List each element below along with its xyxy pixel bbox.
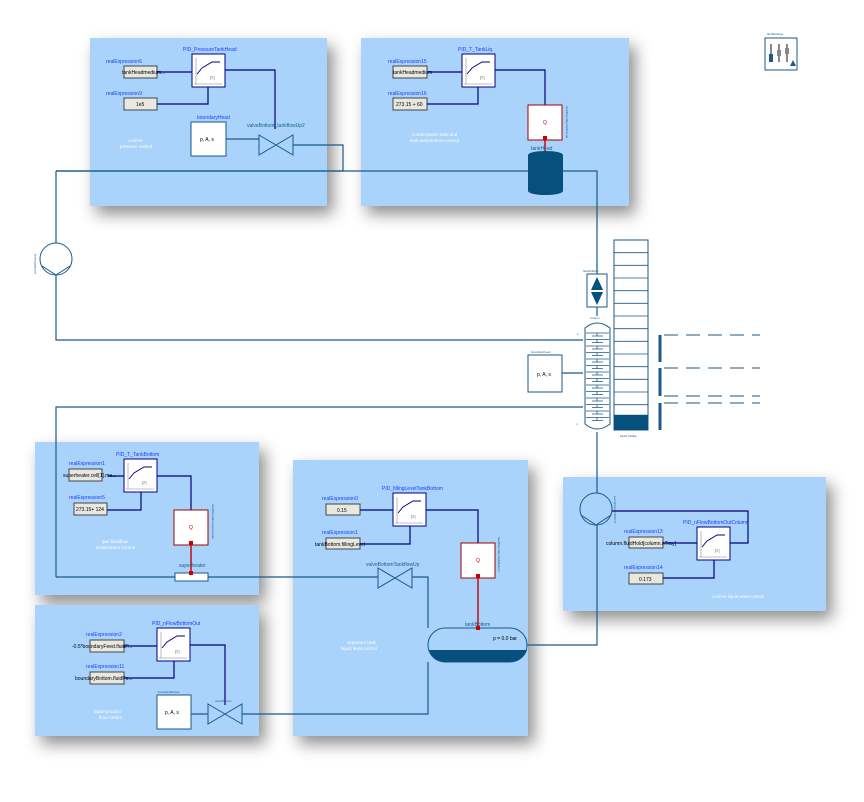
expr-value: 273.15 + 60 <box>396 102 423 108</box>
heater-label: heatBoundarySuperheater <box>211 504 215 539</box>
column-bottom-index: n <box>576 422 578 426</box>
pump-label: pumpColumnBottom <box>613 496 617 524</box>
expr-label: realExpression5 <box>69 495 105 501</box>
expr-value: 0.15 <box>337 508 347 514</box>
tank-temperature-group: realExpression15 tankHeadmedium realExpr… <box>388 47 569 195</box>
tank-bottom-icon[interactable] <box>427 626 528 663</box>
pump-left-icon[interactable] <box>39 242 73 276</box>
level-bar-label: liquid holdup <box>620 434 637 438</box>
comment: temperature control <box>96 545 135 550</box>
level-bar-fill <box>614 414 648 430</box>
boundary-feed-label: boundaryFeed <box>531 350 551 354</box>
expr-label: realExpression14 <box>624 565 663 571</box>
expr-label: realExpression9 <box>106 91 142 97</box>
boundary-value: p, A, s <box>200 137 214 143</box>
pid-label: PID_nFlowBottomOut <box>152 621 201 627</box>
expr-label: realExpression11 <box>86 664 124 670</box>
heater-label: heatBoundaryTankBottom <box>497 537 501 572</box>
valve-label: valveBottom_tankflowUp2 <box>247 123 305 129</box>
comment: gas backflow <box>102 539 129 544</box>
pid-controller-icon[interactable] <box>392 492 427 527</box>
gas-temperature-group: realExpression1 superheater.cell[1].me..… <box>63 452 215 582</box>
pid-controller-icon[interactable] <box>461 53 496 88</box>
fluid-settings-icon[interactable] <box>764 37 798 71</box>
expr-label: realExpression2 <box>86 632 122 638</box>
comment: liquid level control <box>341 646 377 651</box>
valve-label: valveBottom <box>215 699 232 703</box>
expr-value: boundaryBottom.fluidPo... <box>75 676 133 682</box>
pid-label: PID_T_TankLiq <box>458 47 492 53</box>
pid-controller-icon[interactable] <box>123 458 158 493</box>
pump-left-label: pumpRefluxLiq <box>33 254 37 274</box>
panel-liquid-flow <box>35 605 259 736</box>
comment: tank temperature control <box>410 138 459 143</box>
pid-label: PID_nFlowBottomOutColumn <box>683 520 749 526</box>
level-bar <box>613 239 649 431</box>
comment: liquid product <box>94 709 122 714</box>
valve-label: valveBottomTankflowUp <box>366 562 420 568</box>
expr-value: -0.5*boundaryFeed.fluidP... <box>72 644 132 650</box>
comment: condensation tank and <box>412 132 458 137</box>
comment: pressure control <box>120 144 152 149</box>
boundary-label: boundaryHead <box>197 115 230 121</box>
comment: separator tank <box>347 640 377 645</box>
fluid-settings-label: fluidSettings <box>767 32 784 36</box>
panel-column-level <box>563 477 826 611</box>
expr-value: column.fluidHold[column.nTray] <box>606 541 676 547</box>
expr-value: tankHeadmedium <box>393 70 432 76</box>
comment: column <box>128 138 143 143</box>
flow-multiplier-label: flowMultiUp <box>583 269 599 273</box>
boundary-feed-value: p, A, s <box>537 372 551 378</box>
expr-value: tankBottom.fillingLevel <box>315 542 365 548</box>
liquid-flow-group: realExpression2 -0.5*boundaryFeed.fluidP… <box>72 621 243 730</box>
tank-head-icon[interactable] <box>528 151 563 195</box>
main-pipes <box>55 138 598 715</box>
tank-pressure: p = 0.0 bar <box>493 636 517 642</box>
expr-setpoint-block[interactable] <box>68 468 103 482</box>
boundary-label: boundaryBottom <box>158 690 181 694</box>
expr-value: 0.173 <box>639 577 652 583</box>
column-pressure-group: realExpression6 tankHeadmedium... realEx… <box>106 47 305 157</box>
tank-label: tankHead <box>531 146 553 152</box>
column-level-group: pumpColumnBottom realExpression13 column… <box>579 492 764 599</box>
pid-label: PID_fillingLevelTankBottom <box>382 486 443 492</box>
expr-value: 1e5 <box>136 102 145 108</box>
pid-label: PID_PressureTankHead <box>183 47 237 53</box>
tank-label: tankBottom <box>465 622 490 628</box>
separator-level-group: realExpression0 0.15 realExpression1 tan… <box>315 486 528 663</box>
superheater-label: superheater <box>179 563 206 569</box>
pump-bottom-icon[interactable] <box>579 492 613 526</box>
column-top-index: 1 <box>577 332 579 336</box>
expr-label: realExpression6 <box>106 59 142 65</box>
pid-label: PID_T_TankBottom <box>116 452 159 458</box>
pid-controller-icon[interactable] <box>696 526 731 561</box>
expr-label: realExpression16 <box>388 91 427 97</box>
column-icon[interactable] <box>583 321 612 432</box>
boundary-head-block[interactable] <box>190 121 227 157</box>
column-label: column <box>590 316 600 320</box>
expr-label: realExpression0 <box>322 496 358 502</box>
expr-label: realExpression1 <box>322 530 358 536</box>
expr-label: realExpression15 <box>388 59 427 65</box>
pid-controller-icon[interactable] <box>191 53 226 88</box>
boundary-value: p, A, s <box>165 710 179 716</box>
heater-icon[interactable] <box>460 542 496 579</box>
expr-value: tankHeadmedium... <box>122 70 165 76</box>
expr-value: 273.15+ 124 <box>76 507 104 513</box>
expr-label: realExpression13 <box>624 529 663 535</box>
heater-icon[interactable] <box>173 509 209 546</box>
flow-multiplier-icon[interactable] <box>586 273 608 308</box>
comment: column liquid level control <box>712 594 764 599</box>
boundary-feed-block[interactable] <box>527 354 563 393</box>
boundary-bottom-block[interactable] <box>156 694 192 730</box>
expr-value: superheater.cell[1].me... <box>63 473 116 479</box>
comment: flow control <box>99 715 122 720</box>
heater-label: heatBoundaryTankHead <box>565 106 569 139</box>
heater-icon[interactable] <box>527 104 563 141</box>
expr-label: realExpression1 <box>69 461 105 467</box>
level-indicators <box>658 334 760 430</box>
pid-controller-icon[interactable] <box>156 627 191 662</box>
expr-value-block[interactable] <box>73 502 108 516</box>
